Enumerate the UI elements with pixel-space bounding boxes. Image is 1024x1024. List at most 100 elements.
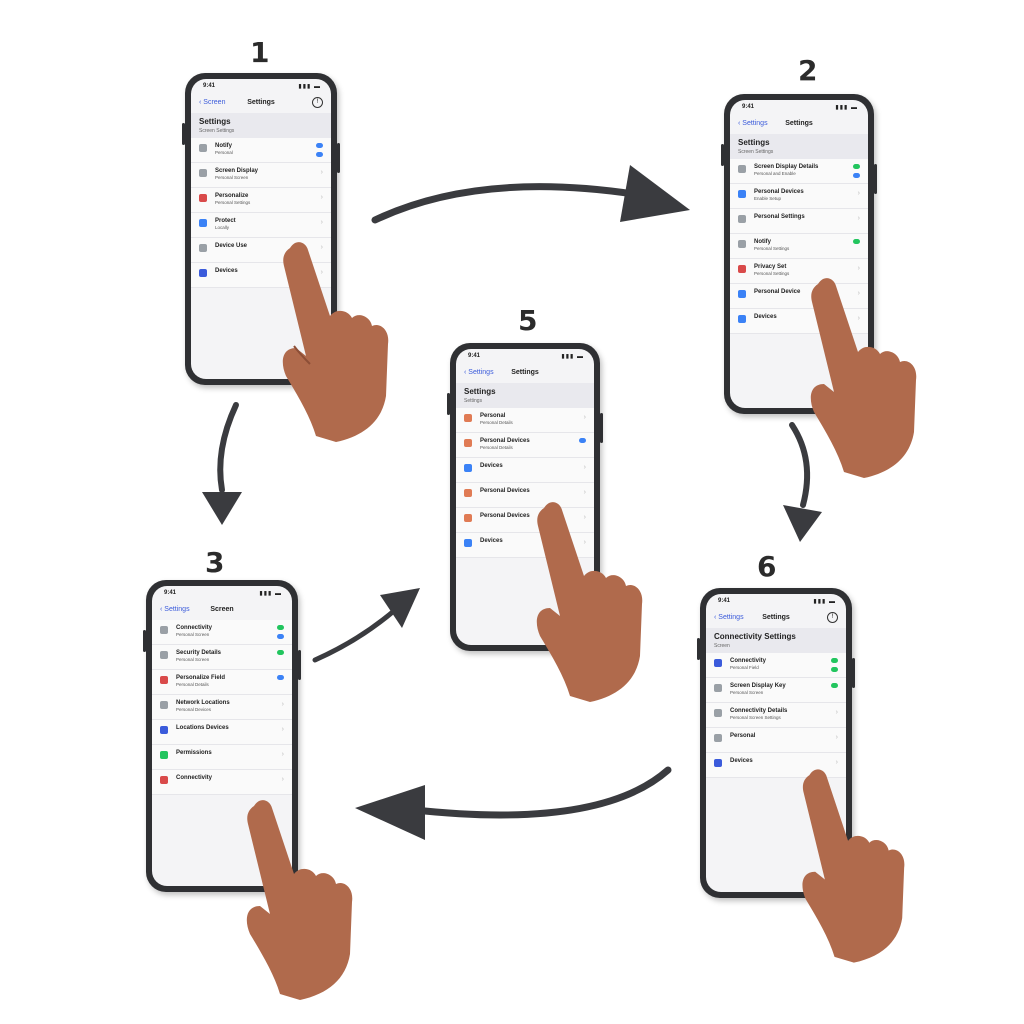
section-title: Settings [738,138,770,147]
settings-row-subtitle: Personal Field [730,665,759,670]
toggle-switch[interactable] [579,438,586,443]
settings-row-subtitle: Personal [215,150,233,155]
back-button[interactable]: ‹ Screen [199,99,226,106]
tap-hand-icon [282,242,389,442]
nav-title: Settings [762,614,790,621]
settings-row-label: Personal Devices [480,488,530,494]
toggle-switch[interactable] [853,239,860,244]
toggle-switch[interactable] [277,625,284,630]
arrow-head [620,165,690,222]
chevron-right-icon: › [857,190,860,197]
settings-row-icon [738,265,746,273]
toggle-switch[interactable] [277,650,284,655]
section-subtitle: Screen Settings [738,149,774,155]
tap-hand-icon [810,278,917,478]
info-icon[interactable]: ! [312,97,323,108]
settings-row-label: Notify [215,143,232,149]
settings-row[interactable]: Devices› [730,309,868,334]
settings-row-icon [199,144,207,152]
settings-row[interactable]: Devices› [456,533,594,558]
settings-row[interactable]: Personal› [706,728,846,753]
settings-row-label: Personal Devices [754,189,804,195]
toggle-switch[interactable] [277,675,284,680]
status-bar: 9:41▮▮▮ ▬ [191,79,331,93]
settings-row-label: Permissions [176,750,212,756]
settings-row[interactable]: Devices› [706,753,846,778]
chevron-right-icon: › [320,244,323,251]
status-time: 9:41 [718,598,731,604]
volume-button [697,638,700,660]
settings-row[interactable]: Devices› [456,458,594,483]
settings-row[interactable]: Personal Devices› [456,483,594,508]
settings-row-label: Notify [754,239,771,245]
back-button[interactable]: ‹ Settings [738,120,768,127]
settings-row[interactable]: Connectivity› [152,770,292,795]
toggle-switch[interactable] [831,683,838,688]
curved-arrow-icon [789,422,811,508]
settings-row-icon [714,759,722,767]
chevron-right-icon: › [857,265,860,272]
chevron-right-icon: › [320,169,323,176]
info-icon[interactable]: ! [827,612,838,623]
settings-row-subtitle: Personal Settings [754,271,790,276]
settings-row-label: Protect [215,218,236,224]
settings-row[interactable]: Permissions› [152,745,292,770]
settings-row[interactable]: Devices› [191,263,331,288]
settings-row-icon [160,626,168,634]
settings-row-icon [714,734,722,742]
settings-row-icon [160,726,168,734]
settings-row-label: Locations Devices [176,725,229,731]
settings-row-icon [160,676,168,684]
chevron-right-icon: › [583,539,586,546]
settings-row[interactable]: Device Use› [191,238,331,263]
back-label: Screen [203,99,226,106]
settings-row[interactable]: Personal Devices› [456,508,594,533]
status-time: 9:41 [164,590,177,596]
settings-row[interactable]: Personal Settings› [730,209,868,234]
settings-row[interactable]: Locations Devices› [152,720,292,745]
settings-row-subtitle: Personal and Enable [754,171,796,176]
settings-row-subtitle: Locally [215,225,230,230]
toggle-switch[interactable] [853,164,860,169]
nav-title: Screen [210,606,234,613]
toggle-switch[interactable] [831,658,838,663]
settings-row-label: Devices [754,314,777,320]
settings-row-icon [464,414,472,422]
toggle-switch[interactable] [853,173,860,178]
settings-row-label: Screen Display [215,168,259,174]
section-subtitle: Settings [464,398,483,404]
toggle-switch[interactable] [277,634,284,639]
back-button[interactable]: ‹ Settings [464,369,494,376]
toggle-switch[interactable] [831,667,838,672]
settings-row[interactable]: Personal Device› [730,284,868,309]
back-button[interactable]: ‹ Settings [714,614,744,621]
settings-row-label: Personal Devices [480,513,530,519]
settings-row-icon [464,489,472,497]
settings-row-icon [738,290,746,298]
status-bar: 9:41▮▮▮ ▬ [730,100,868,114]
back-button[interactable]: ‹ Settings [160,606,190,613]
toggle-switch[interactable] [316,152,323,157]
toggle-switch[interactable] [316,143,323,148]
chevron-right-icon: › [835,709,838,716]
settings-row-label: Personalize Field [176,675,226,681]
